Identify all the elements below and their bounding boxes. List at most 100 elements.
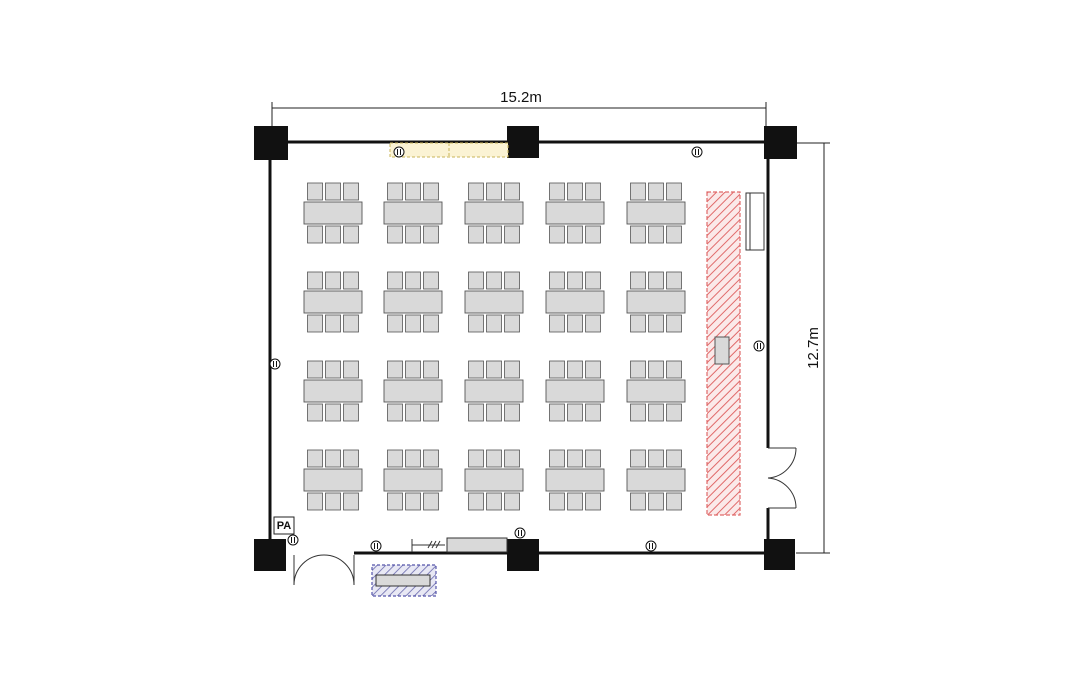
chair (468, 182, 484, 201)
walls (268, 140, 782, 555)
chair (405, 314, 421, 333)
chair (325, 182, 341, 201)
table-group (383, 182, 443, 244)
chair (405, 449, 421, 468)
chair (504, 225, 520, 244)
chair (549, 492, 565, 511)
chair (343, 360, 359, 379)
table (303, 379, 363, 403)
outlet-icon (753, 340, 765, 352)
outlet-icon (287, 534, 299, 546)
chair (325, 403, 341, 422)
chair (325, 492, 341, 511)
chair (387, 271, 403, 290)
chair (405, 492, 421, 511)
pa-box: PA (273, 516, 295, 535)
table-group (626, 182, 686, 244)
height-label: 12.7m (805, 327, 822, 369)
chair (585, 314, 601, 333)
chair (630, 449, 646, 468)
chair (387, 403, 403, 422)
column (764, 539, 795, 570)
chair (648, 182, 664, 201)
chair (468, 225, 484, 244)
chair (486, 225, 502, 244)
table (464, 468, 524, 492)
chair (468, 492, 484, 511)
chair (504, 271, 520, 290)
chair (486, 271, 502, 290)
chair (549, 314, 565, 333)
table-group (545, 360, 605, 422)
chair (307, 360, 323, 379)
table (545, 201, 605, 225)
chair (307, 314, 323, 333)
chair (549, 225, 565, 244)
table-group (545, 449, 605, 511)
chair (630, 271, 646, 290)
chair (504, 492, 520, 511)
chair (468, 449, 484, 468)
table (464, 290, 524, 314)
chair (325, 225, 341, 244)
chair (423, 360, 439, 379)
column (254, 126, 288, 160)
height-dimension: 12.7m (796, 142, 830, 554)
chair (648, 271, 664, 290)
table-group (303, 360, 363, 422)
chair (630, 492, 646, 511)
right-door (767, 447, 797, 509)
chair (325, 314, 341, 333)
chair (307, 449, 323, 468)
chair (387, 225, 403, 244)
chair (549, 271, 565, 290)
chair (405, 182, 421, 201)
chair (567, 492, 583, 511)
chair (567, 271, 583, 290)
table-group (626, 360, 686, 422)
table-grid (303, 182, 686, 511)
chair (387, 449, 403, 468)
bottom-counter (411, 537, 508, 553)
chair (666, 449, 682, 468)
chair (585, 182, 601, 201)
chair (549, 403, 565, 422)
chair (567, 225, 583, 244)
table-group (545, 182, 605, 244)
chair (585, 225, 601, 244)
table (303, 201, 363, 225)
chair (468, 360, 484, 379)
chair (666, 225, 682, 244)
chair (423, 403, 439, 422)
table (303, 290, 363, 314)
chair (630, 403, 646, 422)
chair (423, 225, 439, 244)
pa-label: PA (277, 520, 292, 532)
chair (666, 403, 682, 422)
table (626, 468, 686, 492)
top-panel (389, 142, 509, 158)
columns (254, 126, 797, 571)
chair (648, 225, 664, 244)
table-group (303, 449, 363, 511)
chair (405, 271, 421, 290)
side-window (745, 192, 765, 251)
column (507, 539, 539, 571)
chair (405, 360, 421, 379)
chair (343, 314, 359, 333)
chair (567, 182, 583, 201)
chair (567, 403, 583, 422)
chair (648, 492, 664, 511)
table-group (626, 449, 686, 511)
chair (325, 271, 341, 290)
chair (387, 314, 403, 333)
chair (666, 314, 682, 333)
chair (387, 360, 403, 379)
chair (666, 271, 682, 290)
table-group (383, 360, 443, 422)
chair (423, 492, 439, 511)
chair (549, 182, 565, 201)
chair (307, 403, 323, 422)
chair (630, 314, 646, 333)
chair (325, 360, 341, 379)
